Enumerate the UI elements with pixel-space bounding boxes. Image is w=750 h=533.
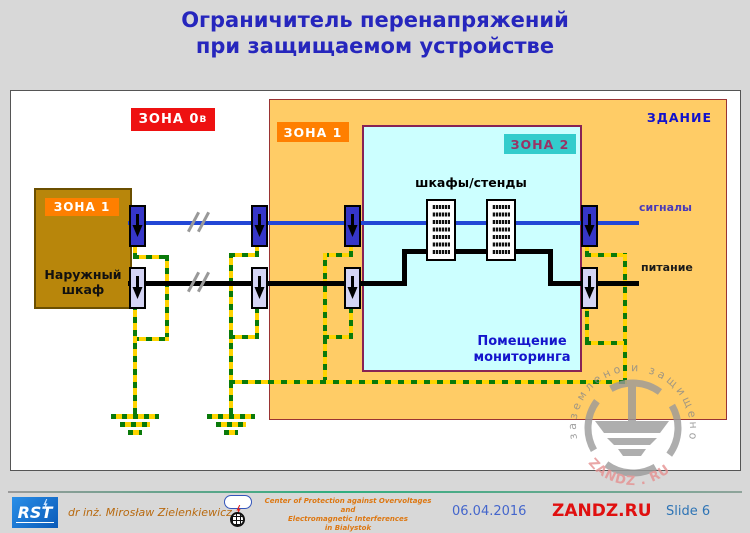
zone-1-building-label: ЗОНА 1 [277, 122, 349, 142]
ground-wire-segment [585, 245, 589, 257]
ground-wire-segment [623, 253, 627, 384]
ground-wire-segment [165, 255, 169, 339]
rst-logo-text: RST [15, 502, 55, 523]
rst-logo: RST [12, 497, 58, 528]
globe-icon [230, 512, 245, 527]
earth-symbol-bar [120, 422, 150, 427]
spd-signal-1 [129, 205, 146, 247]
organization-text: Center of Protection against Overvoltage… [258, 497, 438, 533]
organization-line2: Electromagnetic Interferences [288, 515, 408, 523]
ground-bus [229, 380, 627, 384]
power-line [402, 249, 553, 254]
slide-title-line1: Ограничитель перенапряжений [181, 8, 569, 32]
rack-units [492, 205, 510, 255]
ground-wire-segment [323, 253, 327, 383]
footer-divider [8, 491, 742, 493]
ground-wire-segment [229, 253, 259, 257]
slide-title: Ограничитель перенапряжений при защищаем… [0, 7, 750, 59]
outdoor-cabinet: ЗОНА 1 Наружный шкаф [34, 188, 132, 309]
zone-2-label: ЗОНА 2 [504, 134, 576, 154]
racks-caption: шкафы/стенды [415, 175, 527, 190]
ground-wire-segment [133, 255, 169, 259]
spd-signal-2 [251, 205, 268, 247]
ground-wire-segment [585, 253, 627, 257]
ground-wire-segment [133, 307, 137, 414]
arrow-down-icon [347, 276, 358, 299]
monitoring-room-caption: Помещение мониторинга [462, 334, 582, 366]
ground-wire-segment [255, 245, 259, 257]
monitoring-room-area [362, 125, 582, 372]
slide-number: Slide 6 [666, 504, 711, 519]
ground-wire-segment [323, 335, 353, 339]
arrow-down-icon [132, 276, 143, 299]
arrow-down-icon [132, 214, 143, 237]
lightning-icon [43, 499, 48, 510]
arrow-down-icon [347, 214, 358, 237]
organization-line3: in Bialystok [324, 524, 372, 532]
lightning-icon [236, 505, 241, 515]
brand-text: ZANDZ.RU [552, 501, 652, 521]
monitoring-caption-line1: Помещение [477, 334, 567, 349]
earth-symbol-bar [216, 422, 246, 427]
zone-1-cabinet-label: ЗОНА 1 [45, 198, 119, 216]
outdoor-cabinet-label: Наружный шкаф [36, 267, 130, 297]
signal-line [128, 221, 639, 225]
signals-label: сигналы [639, 201, 693, 214]
power-line [402, 249, 407, 286]
ground-wire-segment [349, 307, 353, 339]
zone-0b-text: ЗОНА 0 [138, 112, 200, 127]
ground-wire-segment [255, 307, 259, 339]
ground-wire-segment [349, 245, 353, 257]
ground-wire-segment [323, 253, 353, 257]
monitoring-caption-line2: мониторинга [473, 350, 571, 365]
earth-symbol-bar [111, 414, 159, 419]
ground-wire-segment [133, 337, 169, 341]
power-label: питание [641, 261, 693, 274]
earth-symbol-bar [207, 414, 255, 419]
arrow-down-icon [584, 214, 595, 237]
ground-wire-segment [585, 307, 589, 343]
building-label: ЗДАНИЕ [646, 110, 712, 125]
author-name: dr inż. Mirosław Zielenkiewicz [68, 506, 232, 519]
spd-power-4 [581, 267, 598, 309]
spd-signal-3 [344, 205, 361, 247]
ground-wire-segment [229, 253, 233, 414]
cabinet-label-line2: шкаф [61, 282, 105, 297]
earth-symbol-bar [224, 430, 238, 435]
spd-power-3 [344, 267, 361, 309]
equipment-rack [426, 199, 456, 261]
equipment-rack [486, 199, 516, 261]
slide-title-line2: при защищаемом устройстве [195, 34, 555, 58]
rack-units [432, 205, 450, 255]
center-logo [224, 494, 254, 528]
arrow-down-icon [584, 276, 595, 299]
arrow-down-icon [254, 276, 265, 299]
slide-date: 06.04.2016 [452, 504, 527, 519]
ground-wire-segment [133, 245, 137, 259]
zone-0b-subscript: В [199, 114, 208, 125]
spd-signal-4 [581, 205, 598, 247]
power-line [548, 249, 553, 286]
ground-wire-segment [229, 335, 259, 339]
cabinet-label-line1: Наружный [44, 267, 122, 282]
cloud-icon [224, 495, 252, 509]
spd-power-1 [129, 267, 146, 309]
organization-line1: Center of Protection against Overvoltage… [264, 497, 432, 514]
earth-symbol-bar [128, 430, 142, 435]
spd-power-2 [251, 267, 268, 309]
ground-wire-segment [585, 341, 627, 345]
arrow-down-icon [254, 214, 265, 237]
